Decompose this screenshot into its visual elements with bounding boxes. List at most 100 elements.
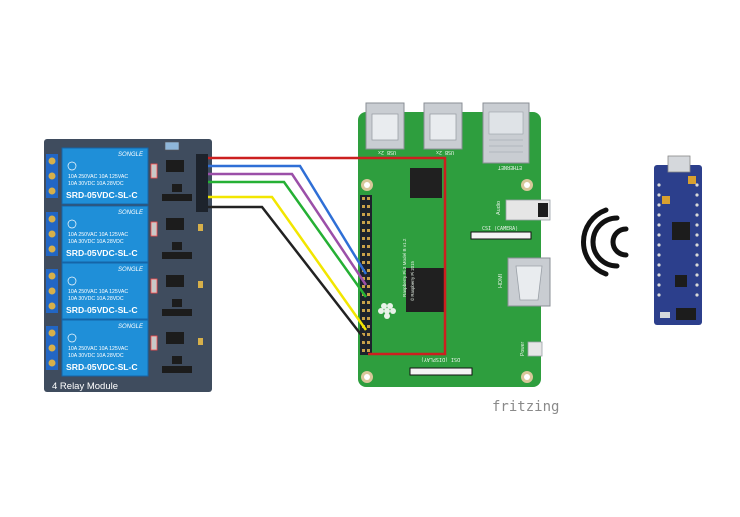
wire-purple bbox=[208, 172, 368, 286]
mounting-hole-center bbox=[524, 374, 530, 380]
resistor bbox=[198, 338, 203, 345]
relay-model: SRD-05VDC-SL-C bbox=[66, 190, 138, 200]
relay-rating-1: 10A 250VAC 10A 125VAC bbox=[68, 289, 128, 295]
relay-rating-1: 10A 250VAC 10A 125VAC bbox=[68, 346, 128, 352]
device-pad bbox=[657, 263, 661, 267]
gpio-pin bbox=[362, 245, 365, 248]
transistor bbox=[172, 299, 182, 307]
gpio-pin bbox=[367, 285, 370, 288]
gpio-pin bbox=[362, 213, 365, 216]
pi-model-text: Raspberry Pi 3 Model B v1.2 bbox=[402, 238, 407, 297]
csi-label: CSI (CAMERA) bbox=[482, 226, 518, 232]
gpio-pin bbox=[367, 325, 370, 328]
device-pad bbox=[695, 223, 699, 227]
audio-jack: Audio bbox=[496, 199, 551, 221]
screw-icon bbox=[48, 344, 56, 352]
relay-rating-2: 10A 30VDC 10A 28VDC bbox=[68, 296, 124, 302]
relay-body bbox=[61, 205, 149, 263]
gpio-pin bbox=[367, 333, 370, 336]
usb-connector bbox=[667, 155, 691, 173]
device-pad bbox=[657, 293, 661, 297]
relay-body bbox=[61, 319, 149, 377]
ce-mark-icon bbox=[67, 333, 77, 343]
screw-icon bbox=[48, 329, 56, 337]
gpio-pin bbox=[367, 301, 370, 304]
device-pad bbox=[695, 243, 699, 247]
screw-icon bbox=[48, 272, 56, 280]
dsi-label: DSI (DISPLAY) bbox=[421, 356, 460, 362]
wireless-device-board bbox=[654, 155, 702, 325]
resistor bbox=[198, 224, 203, 231]
usb-label-2: USB 2x bbox=[436, 149, 454, 155]
led bbox=[150, 335, 158, 351]
device-pad bbox=[657, 203, 661, 207]
csi-connector bbox=[470, 231, 532, 240]
diode bbox=[162, 194, 192, 201]
gpio-pin bbox=[362, 301, 365, 304]
optocoupler bbox=[166, 275, 184, 287]
gpio-pin bbox=[362, 309, 365, 312]
relay-model: SRD-05VDC-SL-C bbox=[66, 248, 138, 258]
device-pad bbox=[657, 273, 661, 277]
optocoupler bbox=[166, 160, 184, 172]
wire-black bbox=[208, 205, 367, 342]
relay-jumper bbox=[164, 141, 180, 151]
raspberry-pi-board: USB 2x USB 2x ETHERNET Raspberry bbox=[358, 102, 551, 387]
relay-input-header bbox=[196, 154, 208, 212]
dsi-connector bbox=[409, 367, 473, 376]
diode bbox=[162, 252, 192, 259]
gpio-pin bbox=[367, 245, 370, 248]
gpio-pin bbox=[367, 237, 370, 240]
usb-label-1: USB 2x bbox=[378, 149, 396, 155]
device-chip-small bbox=[675, 275, 687, 287]
relay-rating-1: 10A 250VAC 10A 125VAC bbox=[68, 174, 128, 180]
transistor bbox=[172, 242, 182, 250]
optocoupler bbox=[166, 332, 184, 344]
gpio-pin bbox=[362, 261, 365, 264]
pi-copyright-text: © Raspberry Pi 2015 bbox=[410, 260, 415, 301]
power-label: Power bbox=[520, 341, 526, 356]
relay-rating-2: 10A 30VDC 10A 28VDC bbox=[68, 353, 124, 359]
mounting-hole-center bbox=[364, 374, 370, 380]
relay-brand: SONGLE bbox=[118, 210, 144, 216]
ce-mark-icon bbox=[67, 276, 77, 286]
device-pad bbox=[695, 263, 699, 267]
relay-brand: SONGLE bbox=[118, 324, 144, 330]
screw-icon bbox=[48, 302, 56, 310]
device-pad bbox=[657, 193, 661, 197]
audio-label: Audio bbox=[496, 201, 502, 215]
relay-body bbox=[61, 147, 149, 205]
device-pad bbox=[695, 273, 699, 277]
gpio-pin bbox=[367, 349, 370, 352]
gpio-pin bbox=[362, 197, 365, 200]
wifi-signal-icon bbox=[580, 207, 629, 277]
gpio-pin bbox=[362, 333, 365, 336]
screw-icon bbox=[48, 215, 56, 223]
optocoupler bbox=[166, 218, 184, 230]
device-pad bbox=[657, 183, 661, 187]
gpio-pin bbox=[367, 309, 370, 312]
wires bbox=[208, 156, 447, 356]
device-component bbox=[662, 196, 670, 204]
gpio-pin bbox=[367, 317, 370, 320]
device-pad bbox=[657, 243, 661, 247]
device-pad bbox=[695, 213, 699, 217]
ethernet-port: ETHERNET bbox=[482, 102, 530, 170]
raspberry-logo-icon bbox=[378, 303, 396, 319]
device-pad bbox=[657, 253, 661, 257]
device-chip bbox=[672, 222, 690, 240]
diode bbox=[162, 366, 192, 373]
relay-body bbox=[61, 262, 149, 320]
screw-icon bbox=[48, 230, 56, 238]
gpio-pin bbox=[367, 221, 370, 224]
wire-yellow bbox=[208, 195, 368, 331]
soc-chip bbox=[406, 268, 446, 312]
usb-port-2: USB 2x bbox=[423, 102, 463, 155]
device-pad bbox=[695, 203, 699, 207]
gpio-pin bbox=[362, 341, 365, 344]
